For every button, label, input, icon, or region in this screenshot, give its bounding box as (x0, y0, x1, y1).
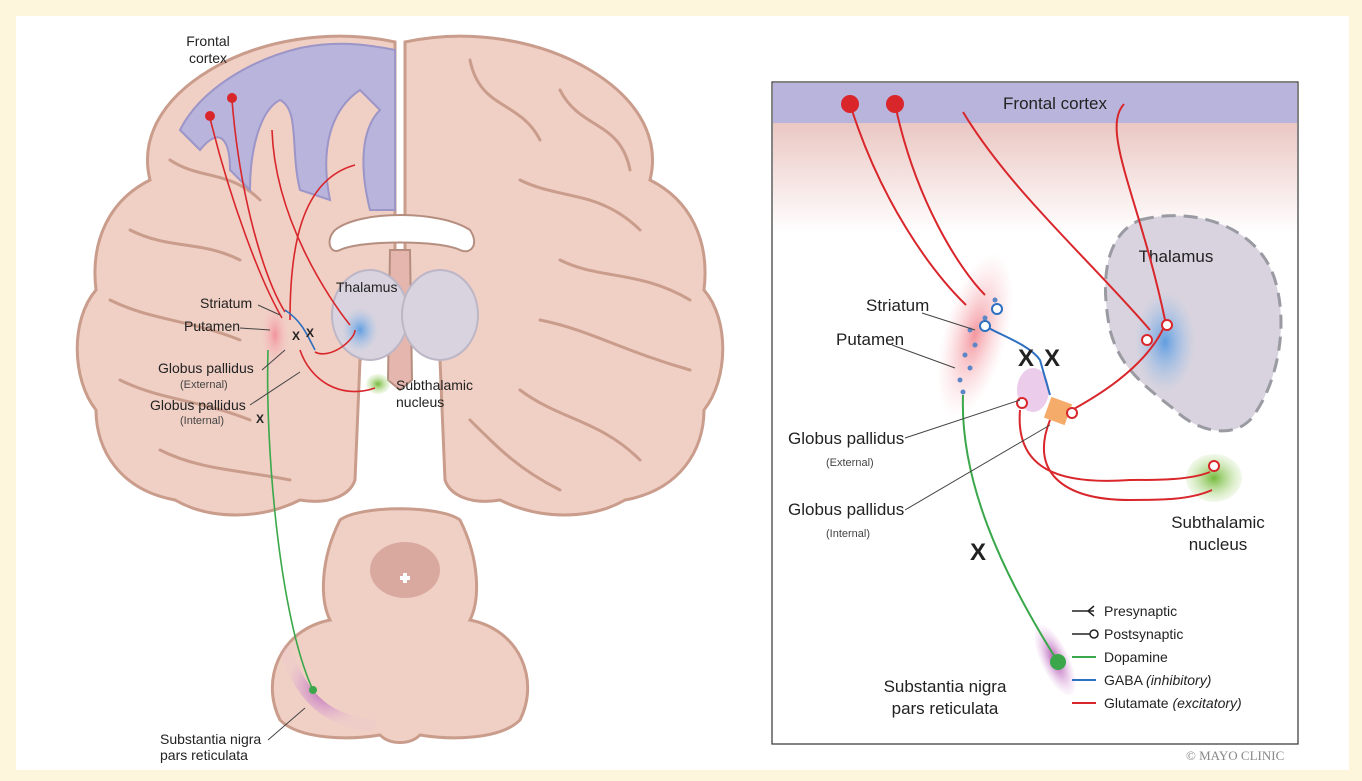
schematic-panel: Frontal cortex Thalamus (772, 82, 1298, 744)
legend-postsynaptic: Postsynaptic (1104, 626, 1183, 642)
label-snr-right-line1: Substantia nigra (884, 677, 1007, 696)
label-striatum-left: Striatum (200, 295, 252, 311)
midbrain-core (370, 542, 440, 598)
block-mark-gaba-1: X (1018, 345, 1034, 372)
cortex-neuron-2 (227, 93, 237, 103)
block-mark-gaba-2: X (1044, 345, 1060, 372)
legend-gaba: GABA (inhibitory) (1104, 672, 1211, 688)
copyright-text: © MAYO CLINIC (1186, 748, 1284, 764)
left-block-mark-1: X (292, 329, 300, 343)
subthalamic-nucleus (366, 374, 390, 394)
label-frontal-cortex-right: Frontal cortex (1003, 94, 1107, 113)
label-thalamus-left: Thalamus (336, 279, 397, 295)
legend-dopamine: Dopamine (1104, 649, 1168, 665)
label-striatum-right: Striatum (866, 296, 929, 315)
label-stn-right-line1: Subthalamic (1171, 513, 1265, 532)
snr-neuron-left (309, 686, 317, 694)
cortex-neuron-right-1 (841, 95, 859, 113)
legend-presynaptic: Presynaptic (1104, 603, 1177, 619)
thalamus-right (402, 270, 478, 360)
label-frontal-cortex-line1: Frontal (186, 33, 230, 49)
label-gp-ext-sub-right: (External) (826, 457, 874, 469)
left-block-mark-2: X (306, 326, 314, 340)
label-gp-ext-right: Globus pallidus (788, 429, 904, 448)
block-mark-dopamine: X (970, 539, 986, 566)
cortex-fade (773, 123, 1297, 233)
label-gp-ext-left: Globus pallidus (158, 360, 254, 376)
snr-neuron-right (1050, 654, 1066, 670)
label-gp-int-sub-left: (Internal) (180, 415, 224, 427)
legend-glutamate: Glutamate (excitatory) (1104, 695, 1242, 711)
label-snr-left-line2: pars reticulata (160, 747, 248, 763)
thalamus-highlight (342, 308, 378, 352)
label-stn-right-line2: nucleus (1189, 535, 1248, 554)
label-stn-left-line1: Subthalamic (396, 377, 473, 393)
label-gp-int-sub-right: (Internal) (826, 528, 870, 540)
cortex-neuron-right-2 (886, 95, 904, 113)
label-gp-int-right: Globus pallidus (788, 500, 904, 519)
label-putamen-left: Putamen (184, 318, 240, 334)
label-frontal-cortex-line2: cortex (189, 50, 227, 66)
left-block-mark-3: X (256, 412, 264, 426)
label-snr-right-line2: pars reticulata (892, 699, 999, 718)
label-gp-ext-sub-left: (External) (180, 379, 228, 391)
cortex-neuron-1 (205, 111, 215, 121)
label-snr-left-line1: Substantia nigra (160, 731, 261, 747)
label-stn-left-line2: nucleus (396, 394, 444, 410)
label-gp-int-left: Globus pallidus (150, 397, 246, 413)
